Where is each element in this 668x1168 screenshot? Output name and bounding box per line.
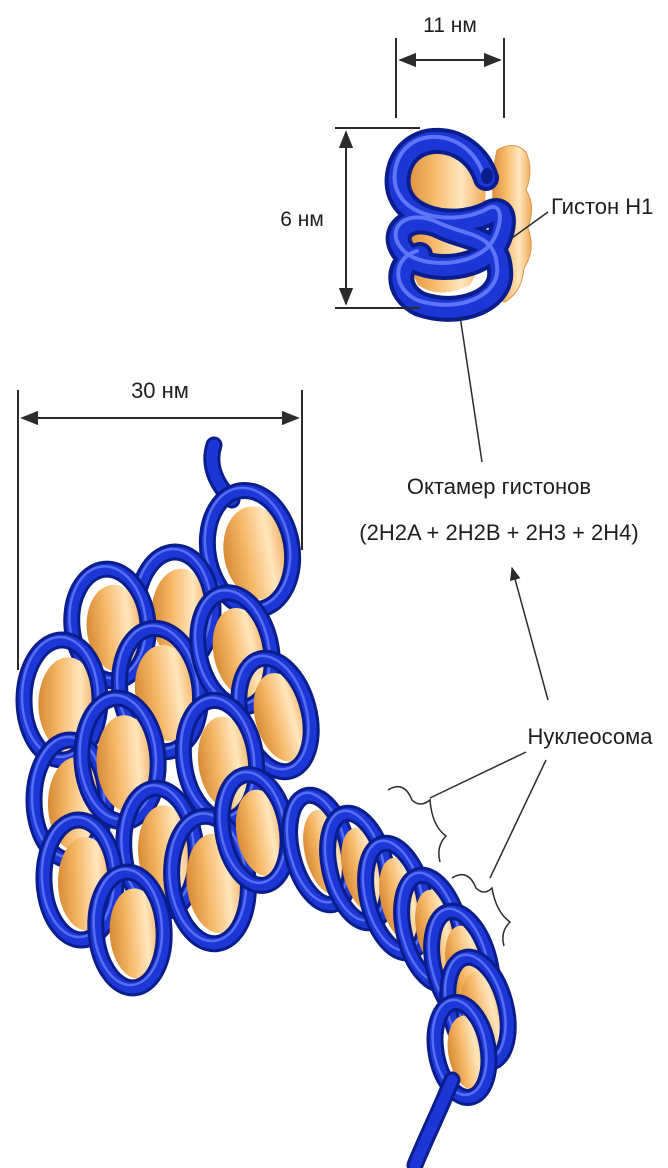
label-11nm: 11 нм bbox=[423, 14, 477, 37]
label-octamer-title: Октамер гистонов bbox=[407, 474, 591, 499]
label-octamer-formula: (2H2A + 2H2B + 2H3 + 2H4) bbox=[359, 520, 638, 545]
chromatin-fiber-30nm bbox=[22, 445, 518, 1165]
label-nucleosome: Нуклеосома bbox=[528, 724, 654, 749]
label-histone-h1: Гистон H1 bbox=[551, 194, 653, 219]
nucleosome-leader-2 bbox=[490, 760, 546, 878]
nucleosome-detail bbox=[395, 137, 532, 309]
dimension-11nm bbox=[396, 38, 504, 118]
label-6nm: 6 нм bbox=[280, 208, 324, 231]
nucleosome-to-octamer-arrow bbox=[512, 568, 548, 700]
octamer-leader bbox=[460, 316, 482, 462]
label-30nm: 30 нм bbox=[131, 378, 189, 403]
nucleosome-leader-1 bbox=[430, 752, 526, 798]
fiber-dna-tail-bottom-core bbox=[415, 1080, 452, 1165]
